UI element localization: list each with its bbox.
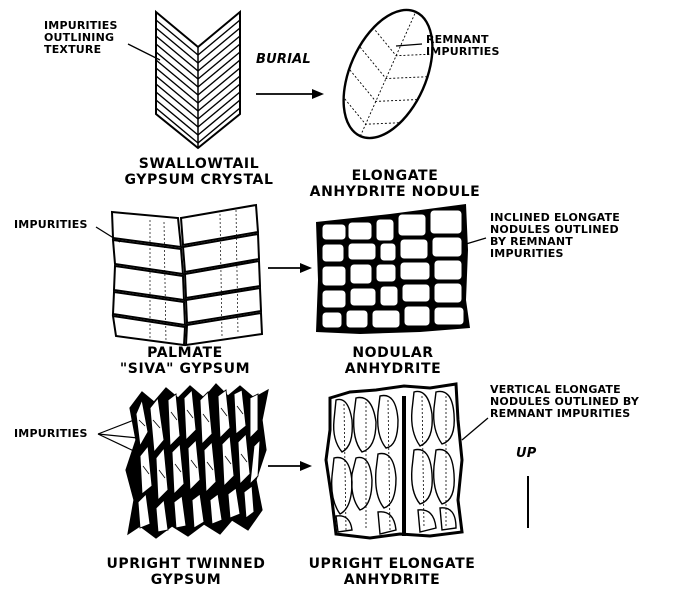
row2-arrow <box>268 263 312 273</box>
vertical-nodules-leader-line <box>462 418 488 440</box>
nodular-anhydrite <box>316 204 470 334</box>
inclined-nodules-leader-line <box>466 238 486 244</box>
upright-twinned-gypsum <box>126 384 268 538</box>
remnant-impurities-label: REMNANT IMPURITIES <box>426 34 500 58</box>
nodular-anhydrite-caption: NODULAR ANHYDRITE <box>318 345 468 377</box>
burial-arrow <box>256 89 324 99</box>
row3-arrow <box>268 461 312 471</box>
upright-twinned-gypsum-caption: UPRIGHT TWINNED GYPSUM <box>86 556 286 588</box>
impurities-label-row3: IMPURITIES <box>14 428 88 440</box>
palmate-siva-gypsum-caption: PALMATE "SIVA" GYPSUM <box>110 345 260 377</box>
upright-elongate-anhydrite-caption: UPRIGHT ELONGATE ANHYDRITE <box>292 556 492 588</box>
vertical-elongate-nodules-label: VERTICAL ELONGATE NODULES OUTLINED BY RE… <box>490 384 639 420</box>
burial-label: BURIAL <box>256 54 311 66</box>
swallowtail-gypsum-crystal <box>156 12 240 148</box>
impurities-leader-lines-row3 <box>98 420 138 452</box>
elongate-anhydrite-nodule <box>323 0 453 154</box>
elongate-anhydrite-nodule-caption: ELONGATE ANHYDRITE NODULE <box>290 168 500 200</box>
impurities-outlining-texture-label: IMPURITIES OUTLINING TEXTURE <box>44 20 118 56</box>
upright-elongate-anhydrite <box>326 384 462 538</box>
impurities-label-row2: IMPURITIES <box>14 219 88 231</box>
swallowtail-gypsum-caption: SWALLOWTAIL GYPSUM CRYSTAL <box>92 156 306 188</box>
inclined-elongate-nodules-label: INCLINED ELONGATE NODULES OUTLINED BY RE… <box>490 212 620 260</box>
palmate-siva-gypsum <box>112 205 262 345</box>
up-label: UP <box>516 448 536 460</box>
